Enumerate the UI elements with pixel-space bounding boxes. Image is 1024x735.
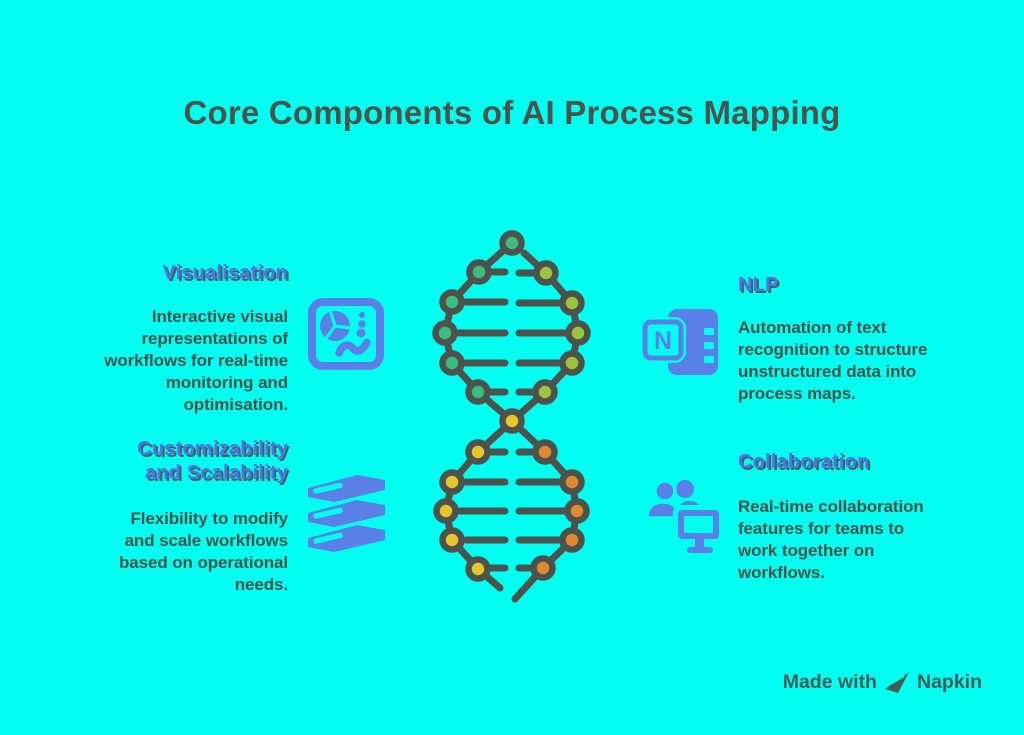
dna-helix-graphic bbox=[420, 226, 612, 615]
dot-column-glyph bbox=[356, 312, 366, 338]
note-document-icon-svg: N bbox=[640, 309, 718, 375]
note-document-icon: N bbox=[640, 306, 723, 385]
section-title-nlp: NLP bbox=[738, 274, 779, 296]
server-stack-icon-svg bbox=[308, 475, 385, 552]
team-monitor-icon bbox=[644, 474, 728, 561]
dashboard-chart-icon-svg bbox=[308, 298, 384, 370]
person-front-glyph bbox=[645, 479, 681, 520]
section-title-visualisation: Visualisation bbox=[162, 262, 288, 284]
section-title-customizability: Customizability and Scalability bbox=[137, 438, 288, 484]
napkin-plane-icon bbox=[884, 672, 909, 693]
section-body-customizability: Flexibility to modify and scale workflow… bbox=[119, 509, 288, 594]
section-title-collaboration: Collaboration bbox=[738, 451, 870, 473]
section-body-nlp: Automation of text recognition to struct… bbox=[738, 318, 928, 403]
server-slab-1 bbox=[308, 475, 385, 502]
trend-wave-glyph bbox=[335, 338, 371, 357]
dna-helix-svg bbox=[432, 230, 591, 603]
pie-chart-glyph bbox=[320, 311, 351, 341]
server-stack-icon bbox=[307, 471, 387, 560]
team-monitor-icon-svg bbox=[645, 479, 724, 553]
helix-nodes bbox=[432, 230, 591, 582]
server-slab-3 bbox=[308, 525, 385, 552]
dashboard-chart-icon bbox=[307, 297, 385, 378]
server-slab-2 bbox=[308, 500, 385, 527]
monitor-glyph bbox=[673, 505, 724, 553]
watermark-brand-text: Napkin bbox=[916, 670, 982, 693]
watermark-prefix-text: Made with bbox=[782, 670, 877, 693]
section-body-visualisation: Interactive visual representations of wo… bbox=[104, 307, 288, 414]
page-title: Core Components of AI Process Mapping bbox=[183, 94, 841, 131]
n-tile bbox=[642, 319, 684, 361]
made-with-napkin-watermark[interactable]: Made with Napkin bbox=[783, 670, 982, 694]
n-letter: N bbox=[654, 327, 672, 355]
section-body-collaboration: Real-time collaboration features for tea… bbox=[738, 497, 924, 582]
page-ring-notches bbox=[704, 328, 714, 363]
helix-rungs bbox=[455, 268, 569, 572]
